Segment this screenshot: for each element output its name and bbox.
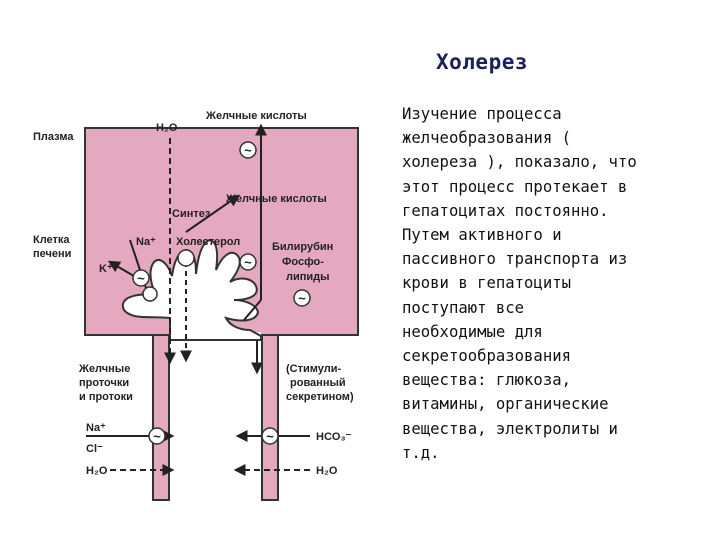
description-line: пассивного транспорта из	[402, 247, 702, 271]
label-stimulated: секретином)	[286, 391, 354, 403]
label-bile-acids-mid: Желчные кислоты	[225, 193, 327, 205]
label-stimulated: рованный	[290, 377, 346, 389]
label-liver-cell: печени	[33, 248, 71, 260]
description-line: крови в гепатоциты	[402, 271, 702, 295]
description-line: поступают все	[402, 296, 702, 320]
label-phospho: липиды	[286, 271, 330, 283]
label-bile-acids-top: Желчные кислоты	[205, 110, 307, 122]
label-phospho: Фосфо-	[282, 256, 324, 268]
label-cholesterol: Холестерол	[176, 236, 240, 248]
pump-circle: ~	[240, 142, 256, 158]
label-k: K⁺	[99, 263, 113, 275]
pump-symbol: ~	[244, 255, 252, 270]
label-stimulated: (Стимули-	[286, 363, 341, 375]
pump-symbol: ~	[137, 271, 145, 286]
label-h2o-bottom-left: H₂O	[86, 465, 108, 477]
slide-title: Холерез	[436, 50, 528, 74]
label-ducts: проточки	[79, 377, 129, 389]
description-text: Изучение процесса желчеобразования ( хол…	[402, 102, 702, 465]
label-ducts: Желчные	[78, 363, 130, 375]
label-cl: Cl⁻	[86, 443, 103, 455]
label-synthesis: Синтез	[172, 208, 211, 220]
label-na: Na⁺	[136, 236, 156, 248]
description-line: этот процесс протекает в	[402, 175, 702, 199]
pump-circle: ~	[262, 428, 278, 444]
description-line: т.д.	[402, 441, 702, 465]
label-liver-cell: Клетка	[33, 234, 70, 246]
description-line: желчеобразования (	[402, 126, 702, 150]
label-h2o-top: H₂O	[156, 122, 178, 134]
pump-symbol: ~	[298, 291, 306, 306]
description-line: вещества: глюкоза,	[402, 368, 702, 392]
label-ducts: и протоки	[79, 391, 133, 403]
duct-wall-left	[153, 335, 169, 500]
cholesterol-vesicle	[178, 250, 194, 266]
duct-lumen	[170, 332, 261, 502]
label-plasma: Плазма	[33, 131, 74, 143]
choleresis-diagram: ~ ~ ~ ~ ~ ~ Плазма H₂O Желчные кислоты С…	[0, 0, 400, 540]
description-line: холереза ), показало, что	[402, 150, 702, 174]
label-na-bottom: Na⁺	[86, 422, 106, 434]
label-bilirubin: Билирубин	[272, 241, 333, 253]
vesicle	[143, 287, 157, 301]
label-h2o-bottom-right: H₂O	[316, 465, 338, 477]
pump-symbol: ~	[244, 143, 252, 158]
description-line: гепатоцитах постоянно.	[402, 199, 702, 223]
pump-circle: ~	[133, 270, 149, 286]
label-hco3: HCO₃⁻	[316, 431, 352, 443]
description-line: Изучение процесса	[402, 102, 702, 126]
description-line: Путем активного и	[402, 223, 702, 247]
pump-circle: ~	[294, 290, 310, 306]
pump-circle: ~	[240, 254, 256, 270]
description-line: необходимые для	[402, 320, 702, 344]
pump-symbol: ~	[153, 429, 161, 444]
description-line: витамины, органические	[402, 392, 702, 416]
description-line: вещества, электролиты и	[402, 417, 702, 441]
pump-circle: ~	[149, 428, 165, 444]
pump-symbol: ~	[266, 429, 274, 444]
description-line: секретообразования	[402, 344, 702, 368]
duct-wall-right	[262, 335, 278, 500]
